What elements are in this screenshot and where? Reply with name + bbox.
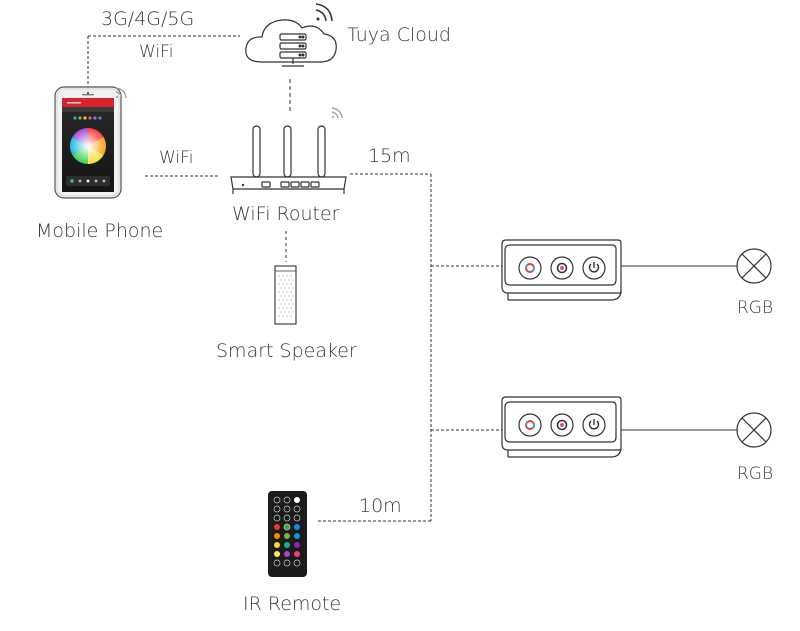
touch-controller-icon — [501, 239, 622, 301]
wifi-label-top: WiFi — [139, 42, 174, 62]
speaker-label: Smart Speaker — [216, 340, 357, 362]
wifi-router-icon — [230, 107, 347, 194]
remote-label: IR Remote — [243, 593, 342, 615]
color-wheel — [69, 127, 107, 165]
distance-label-top: 15m — [368, 145, 411, 167]
lamp-icon — [736, 248, 772, 284]
distance-label-bottom: 10m — [359, 495, 402, 517]
lamp-icon — [736, 412, 772, 448]
network-label: 3G/4G/5G — [101, 8, 195, 30]
cloud-label: Tuya Cloud — [347, 24, 451, 46]
rgb-label-bottom: RGB — [737, 464, 774, 484]
connection-lines — [87, 35, 737, 522]
phone-label: Mobile Phone — [36, 220, 164, 242]
cloud-server-icon — [245, 3, 337, 67]
router-label: WiFi Router — [232, 203, 340, 225]
wifi-label-mid: WiFi — [159, 148, 194, 168]
rgb-label-top: RGB — [737, 298, 774, 318]
smart-speaker-icon — [274, 265, 297, 325]
ir-remote-icon — [268, 491, 307, 577]
touch-controller-icon — [501, 396, 622, 458]
smartphone-icon — [54, 86, 127, 199]
